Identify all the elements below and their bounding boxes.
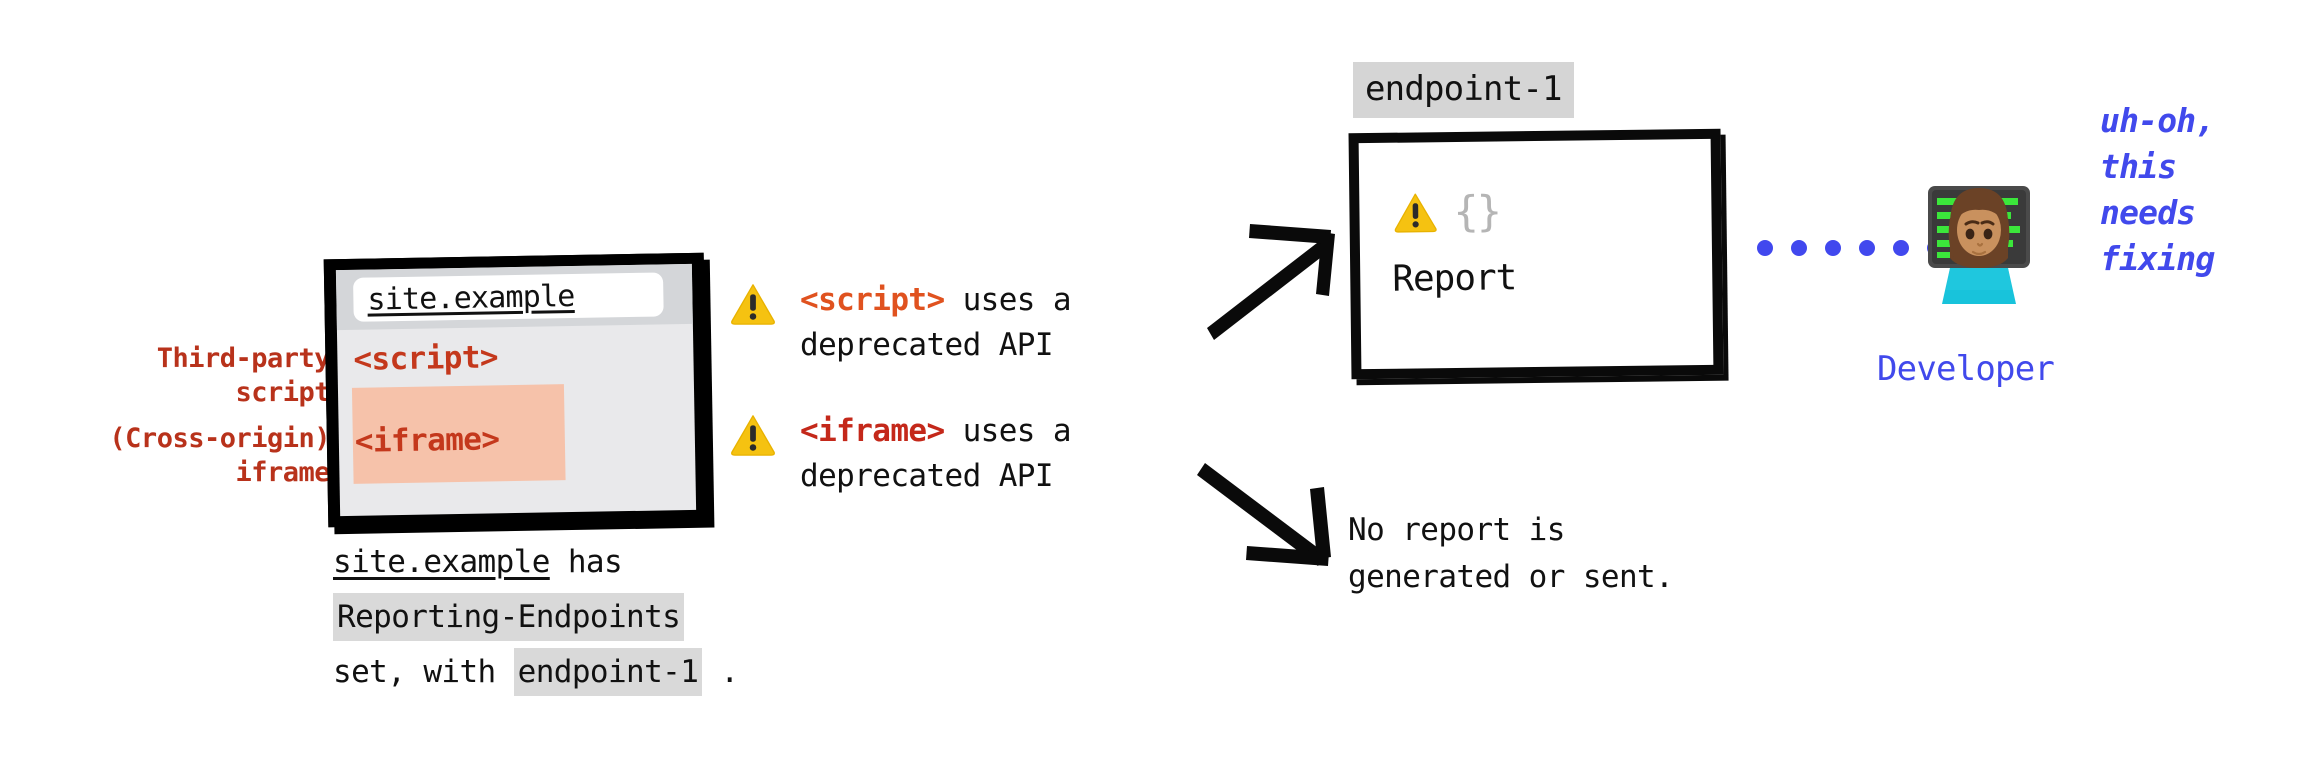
iframe-tag-text: <iframe> (354, 421, 500, 460)
warning-icon (731, 415, 775, 456)
annotation-cross-origin-iframe: (Cross-origin) iframe (0, 422, 330, 490)
report-box: {} Report (1348, 128, 1724, 380)
developer-quote-line1: uh-oh, (2100, 101, 2215, 140)
caption-period: . (702, 654, 739, 690)
woman-technologist-icon (1928, 186, 2030, 304)
report-icons: {} (1393, 186, 1501, 237)
arrow-to-no-report (1197, 463, 1331, 566)
endpoint-badge: endpoint-1 (1353, 62, 1574, 118)
warning-text-iframe: <iframe> uses a deprecated API (800, 409, 1072, 499)
report-label: Report (1392, 257, 1517, 300)
browser-caption: site.example has Reporting-Endpoints set… (333, 535, 973, 700)
browser-viewport: site.example <script> <iframe> (335, 263, 697, 517)
no-report-line1: No report is (1348, 512, 1565, 548)
script-tag-text: <script> (353, 339, 499, 378)
annotation-cross-origin-line2: iframe (235, 457, 330, 488)
warning-line2-iframe: deprecated API (800, 458, 1053, 494)
warning-rest-iframe: uses a (944, 413, 1072, 449)
caption-set-with: set, with (333, 654, 514, 690)
caption-endpoint-code: endpoint-1 (513, 648, 703, 696)
developer-quote-line4: fixing (2100, 239, 2215, 278)
url-text: site.example (367, 278, 575, 318)
warning-tag-script: <script> (800, 282, 945, 318)
no-report-line2: generated or sent. (1348, 559, 1674, 595)
warning-rest-script: uses a (944, 282, 1072, 318)
caption-header-code: Reporting-Endpoints (333, 593, 685, 641)
annotation-third-party-line1: Third-party (156, 343, 331, 374)
connector-dot (1859, 240, 1875, 256)
url-bar[interactable]: site.example (353, 272, 664, 322)
annotation-third-party-line2: script (235, 377, 330, 408)
warning-line2-script: deprecated API (800, 327, 1053, 363)
arrow-to-report (1207, 224, 1335, 340)
developer-quote-line2: this (2100, 147, 2177, 186)
warning-icon (731, 284, 775, 325)
connector-dot (1825, 240, 1841, 256)
warning-tag-iframe: <iframe> (800, 413, 945, 449)
caption-site: site.example (333, 544, 550, 580)
developer-label: Developer (1877, 349, 2055, 389)
annotation-third-party-script: Third-party script (0, 342, 331, 410)
browser-window: site.example <script> <iframe> (323, 252, 709, 528)
warning-text-script: <script> uses a deprecated API (800, 278, 1072, 368)
developer-quote-line3: needs (2100, 193, 2196, 232)
caption-has: has (549, 544, 623, 580)
annotation-cross-origin-line1: (Cross-origin) (109, 423, 330, 454)
developer-quote: uh-oh, this needs fixing (2100, 98, 2215, 282)
warning-icon (1394, 193, 1437, 233)
connector-dot (1791, 240, 1807, 256)
no-report-text: No report is generated or sent. (1348, 507, 1674, 601)
connector-dot (1757, 240, 1773, 256)
json-braces-icon: {} (1453, 186, 1501, 237)
browser-chrome: site.example (335, 263, 693, 331)
connector-dot (1893, 240, 1909, 256)
